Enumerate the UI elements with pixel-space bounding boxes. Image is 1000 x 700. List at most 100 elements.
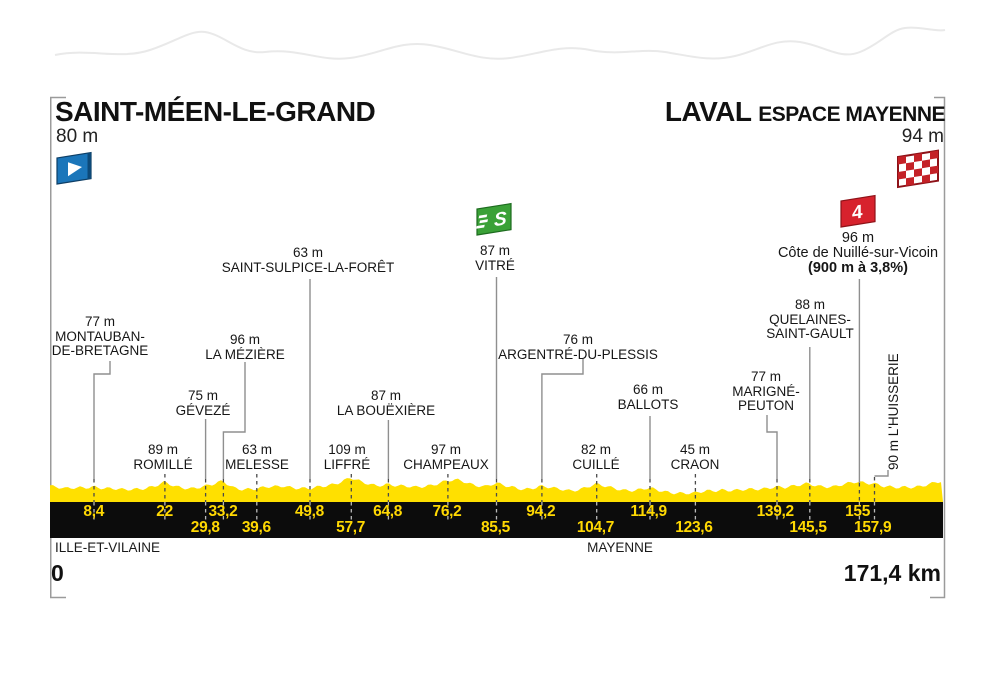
- waypoint-elevation: 90 m: [886, 439, 901, 470]
- km-marker: 22: [156, 503, 173, 520]
- waypoint-elevation: 76 m: [562, 332, 593, 347]
- leader-line: [93, 361, 111, 479]
- depart-flag-icon: [56, 151, 92, 185]
- km-marker: 33,2: [208, 503, 238, 520]
- finish-checkered-flag-icon: [897, 149, 939, 189]
- waypoint-name: MELESSE: [225, 456, 289, 472]
- waypoint-name: QUELAINES-: [769, 311, 851, 327]
- waypoint-name: VITRÉ: [475, 257, 515, 273]
- waypoint-name: LA MÉZIÈRE: [205, 346, 285, 362]
- sprint-flag-icon: S: [476, 202, 512, 236]
- waypoint-elevation: 63 m: [292, 245, 323, 260]
- waypoint-name: LA BOUËXIÈRE: [336, 402, 436, 418]
- frame-left: [50, 96, 66, 599]
- category-4-flag-icon: 4: [840, 194, 876, 228]
- department-label-mayenne: MAYENNE: [587, 540, 653, 555]
- km-marker: 145,5: [789, 519, 827, 536]
- waypoint-name: LIFFRÉ: [323, 456, 371, 472]
- waypoint-name: BALLOTS: [617, 396, 679, 412]
- km-marker: 157,9: [854, 519, 892, 536]
- waypoint-elevation: 96 m: [841, 230, 875, 246]
- route-outline-icon: [54, 26, 946, 60]
- waypoint-elevation: 96 m: [229, 332, 260, 347]
- frame-right: [930, 96, 946, 599]
- total-distance: 171,4 km: [843, 560, 941, 586]
- sprint-letter: S: [494, 208, 507, 231]
- waypoint-name: L'HUISSERIE: [886, 353, 901, 437]
- km-band: [50, 502, 943, 538]
- department-label-ille-et-vilaine: ILLE-ET-VILAINE: [55, 540, 161, 555]
- waypoint-elevation: 109 m: [328, 442, 366, 457]
- start-elevation: 80 m: [56, 126, 99, 147]
- waypoint-name: (900 m à 3,8%): [808, 260, 908, 276]
- waypoint-elevation: 87 m: [479, 243, 511, 258]
- finish-venue-name: ESPACE MAYENNE: [758, 103, 945, 126]
- km-marker: 139,2: [756, 503, 795, 520]
- waypoint-name: CHAMPEAUX: [403, 456, 489, 472]
- waypoint-name: Côte de Nuillé-sur-Vicoin: [777, 245, 939, 261]
- waypoint-elevation: 45 m: [679, 442, 711, 457]
- finish-elevation: 94 m: [901, 126, 944, 147]
- km-marker: 155: [845, 503, 871, 520]
- waypoint-elevation: 77 m: [750, 369, 781, 384]
- km-marker: 49,8: [294, 503, 324, 520]
- waypoint-elevation: 63 m: [241, 442, 272, 457]
- waypoint-elevation: 88 m: [794, 297, 826, 312]
- leader-line: [874, 470, 889, 477]
- km-marker: 114,9: [630, 503, 667, 520]
- waypoint-name: GÉVEZÉ: [175, 402, 231, 418]
- waypoint-elevation: 87 m: [370, 388, 402, 403]
- waypoint-name: SAINT-SULPICE-LA-FORÊT: [221, 259, 395, 275]
- waypoint-elevation: 77 m: [84, 314, 116, 329]
- km-marker: 57,7: [336, 519, 366, 536]
- waypoint-name: CRAON: [670, 456, 720, 472]
- km-marker: 8,4: [83, 503, 105, 520]
- start-town-title: SAINT-MÉEN-LE-GRAND: [55, 96, 376, 127]
- waypoint-label-rotated: 90 m L'HUISSERIE: [886, 343, 901, 470]
- leader-line: [541, 359, 584, 479]
- waypoint-elevation: 97 m: [430, 442, 462, 457]
- origin-km: 0: [51, 560, 64, 586]
- waypoint-name: DE-BRETAGNE: [51, 343, 149, 358]
- waypoint-name: CUILLÉ: [572, 456, 620, 472]
- elevation-profile-area: [50, 478, 943, 502]
- waypoint-elevation: 66 m: [632, 382, 663, 397]
- waypoint-elevation: 75 m: [187, 388, 219, 403]
- waypoint-name: MARIGNÉ-: [732, 383, 800, 399]
- waypoint-name: ROMILLÉ: [133, 456, 193, 472]
- waypoint-name: SAINT-GAULT: [766, 326, 854, 341]
- waypoint-name: PEUTON: [737, 398, 794, 413]
- leader-lines: [93, 277, 889, 521]
- km-marker: 76,2: [432, 503, 462, 520]
- km-marker: 29,8: [190, 519, 220, 536]
- waypoint-elevation: 89 m: [147, 442, 178, 457]
- leader-line: [222, 362, 246, 479]
- km-marker: 64,8: [373, 503, 403, 520]
- finish-town-title: LAVAL ESPACE MAYENNE: [665, 96, 946, 128]
- leader-line: [766, 415, 778, 479]
- waypoint-name: MONTAUBAN-: [55, 328, 145, 344]
- km-marker: 85,5: [480, 519, 510, 536]
- km-marker: 39,6: [241, 519, 271, 536]
- km-marker: 104,7: [576, 519, 615, 536]
- km-marker: 123,6: [675, 519, 713, 536]
